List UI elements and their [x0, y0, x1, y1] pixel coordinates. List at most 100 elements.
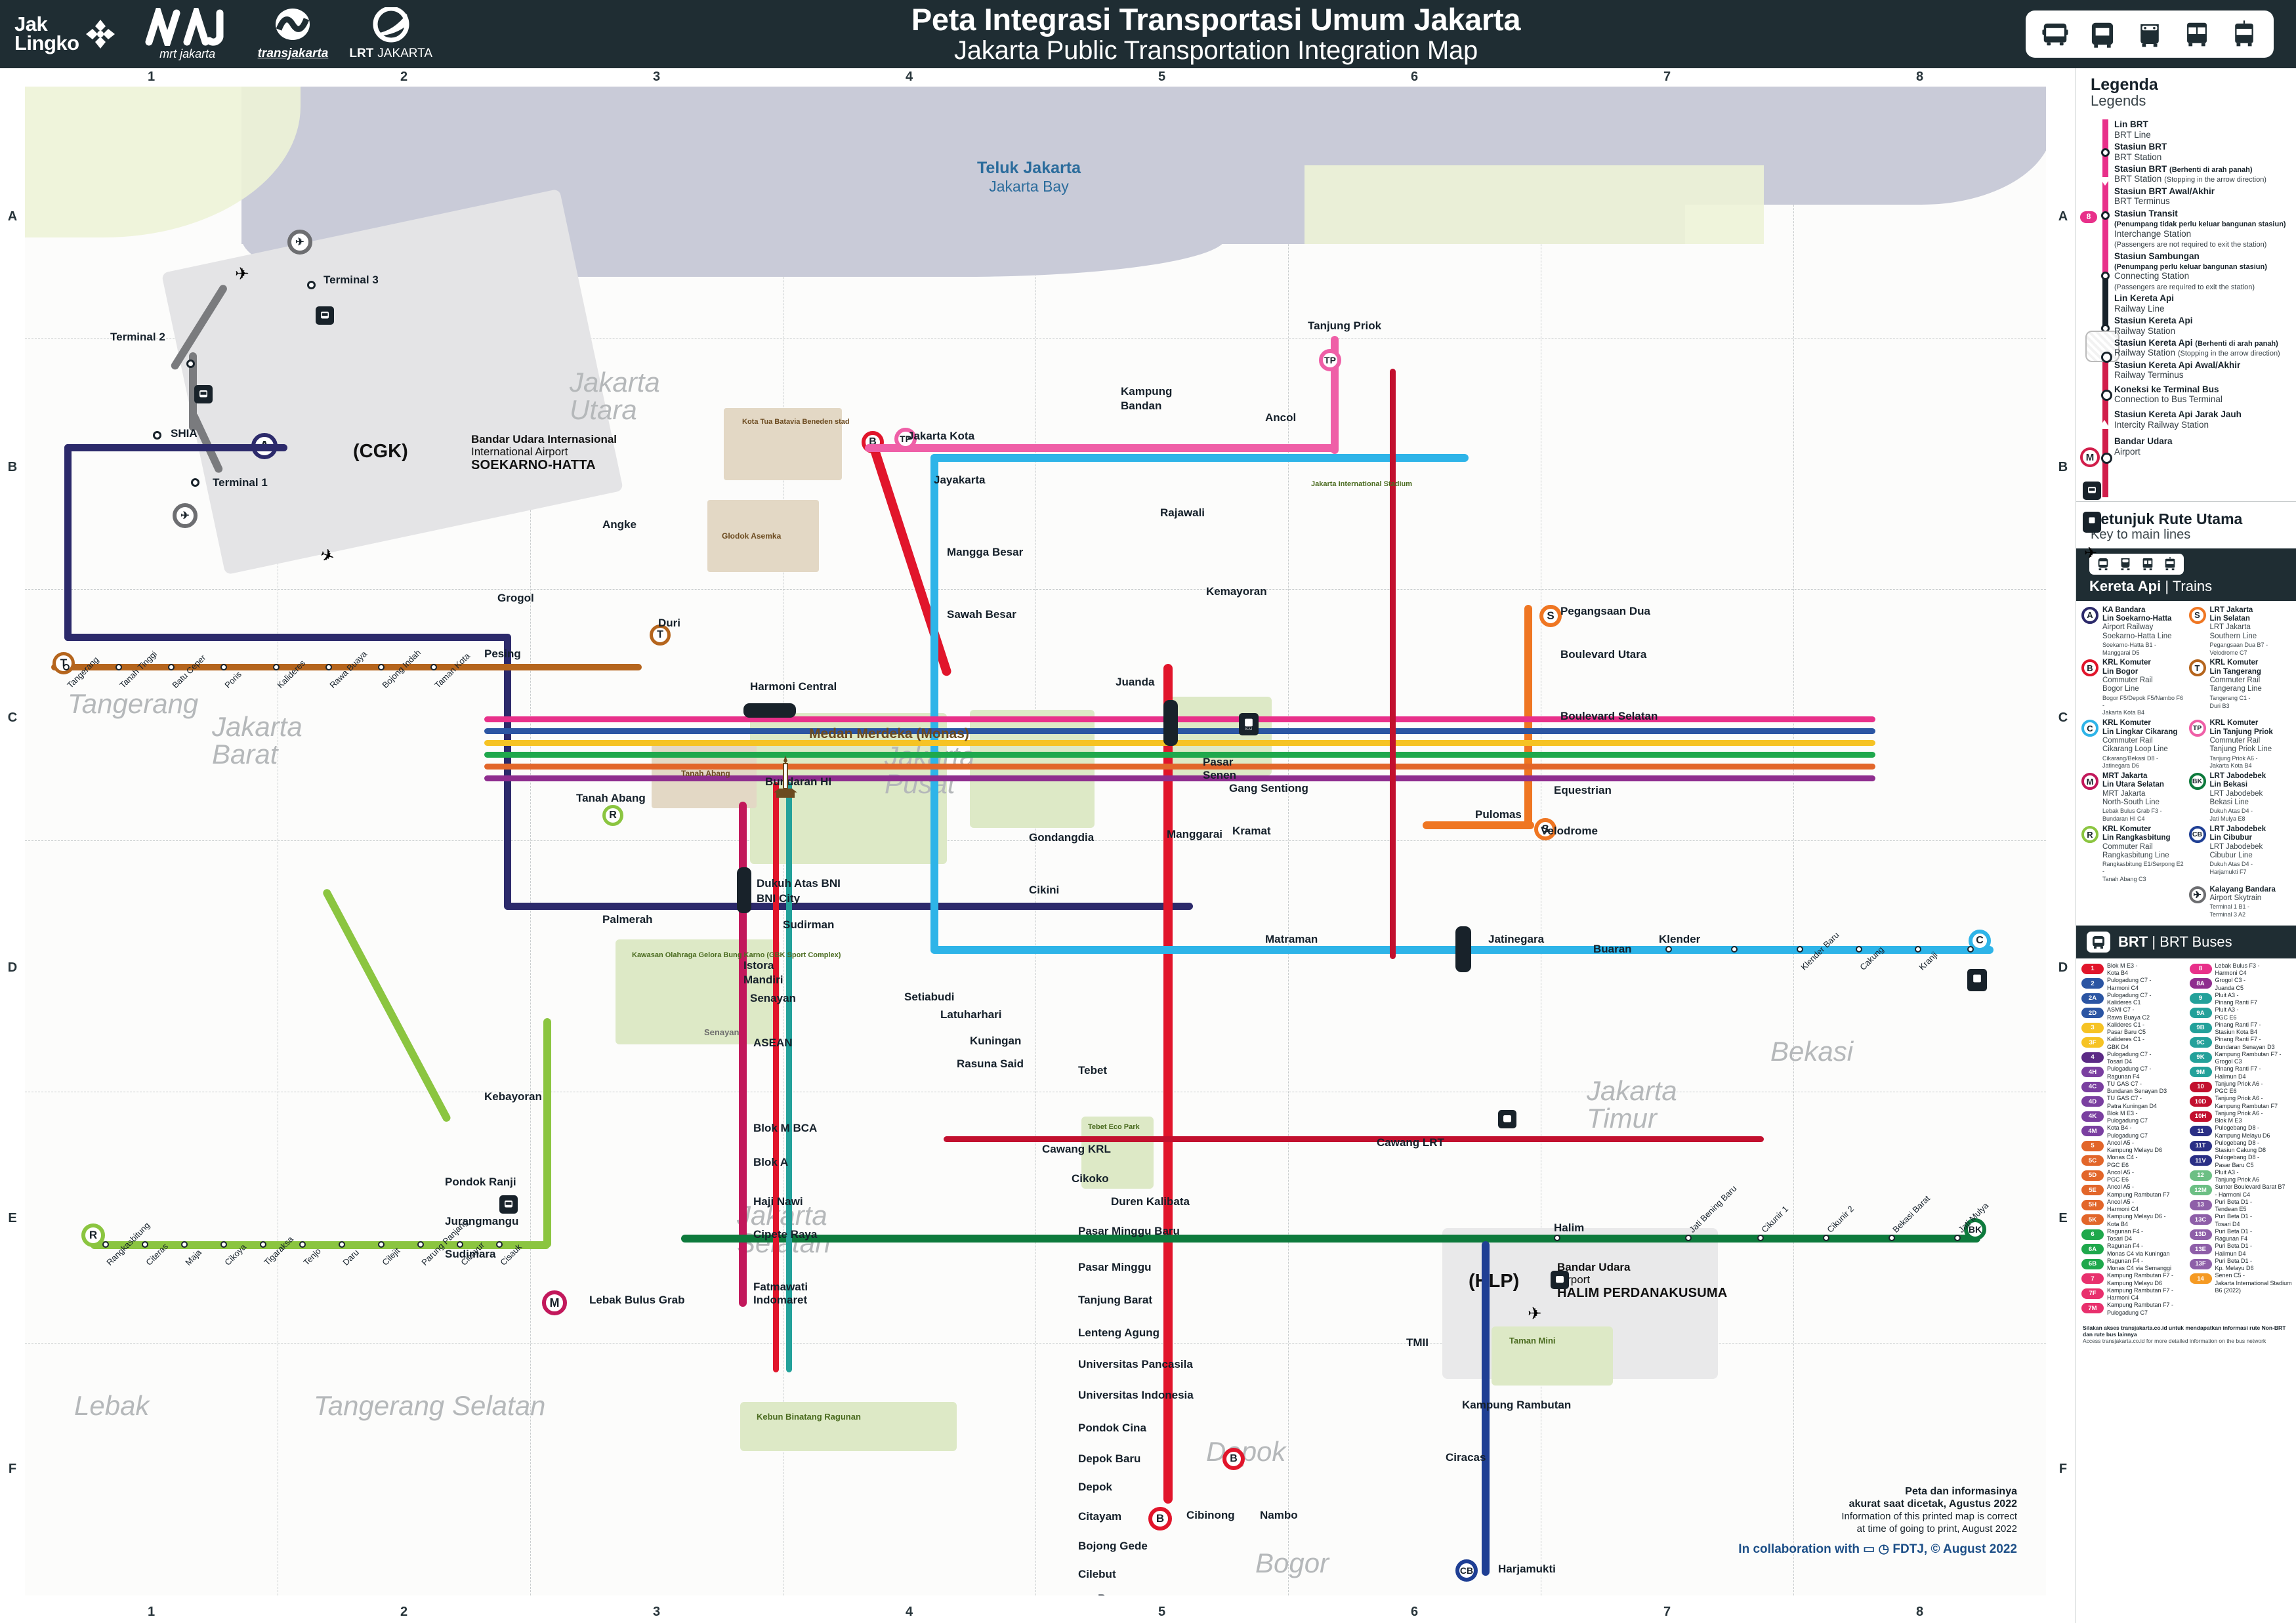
train-line-CB[interactable]: CB LRT Jabodebek Lin Cibubur LRT Jabodeb… — [2188, 825, 2293, 883]
line-badge-BK[interactable]: BK — [1964, 1218, 1986, 1241]
station-klender-baru[interactable] — [1797, 946, 1803, 953]
line-badge-S-velodrome[interactable]: S — [1534, 818, 1556, 840]
station-cikunir-2[interactable] — [1823, 1235, 1829, 1241]
station-terminal-3[interactable] — [307, 281, 316, 289]
train-line-C[interactable]: C KRL Komuter Lin Lingkar Cikarang Commu… — [2081, 719, 2185, 770]
station-batu-ceper[interactable] — [168, 664, 175, 670]
station-shia[interactable] — [153, 431, 161, 440]
station-cakung[interactable] — [1856, 946, 1862, 953]
station-buaran-e[interactable] — [1731, 946, 1738, 953]
bus-terminal-icon-cawang[interactable] — [1498, 1110, 1516, 1128]
interchange-jatinegara[interactable] — [1455, 926, 1471, 972]
line-badge-M-lebak-bulus[interactable]: M — [542, 1290, 567, 1315]
line-badge-C-cikarang[interactable]: C — [1969, 930, 1991, 952]
station-tangerang[interactable] — [63, 664, 70, 670]
line-badge-R-tanah-abang[interactable]: R — [602, 805, 623, 826]
station-citeras[interactable] — [142, 1241, 148, 1248]
bus-terminal-icon-t3[interactable] — [316, 306, 334, 325]
station-bojong-indah[interactable] — [378, 664, 385, 670]
station-cilejit[interactable] — [378, 1241, 385, 1248]
train-line-R[interactable]: R KRL Komuter Lin Rangkasbitung Commuter… — [2081, 825, 2185, 883]
train-line-skytrain[interactable]: ✈ Kalayang Bandara Airport Skytrain Term… — [2188, 886, 2293, 918]
line-badge-T[interactable]: T — [52, 652, 75, 674]
station-kranji[interactable] — [1915, 946, 1921, 953]
station-jati-mulya[interactable] — [1954, 1235, 1961, 1241]
station-bekasi-barat[interactable] — [1889, 1235, 1895, 1241]
station-maja[interactable] — [181, 1241, 188, 1248]
train-line-TP[interactable]: TP KRL Komuter Lin Tanjung Priok Commute… — [2188, 719, 2293, 770]
station-tigaraksa[interactable] — [260, 1241, 266, 1248]
airport-skytrain-terminal3-marker[interactable]: ✈ — [287, 230, 312, 255]
train-line-A[interactable]: A KA Bandara Lin Soekarno-Hatta Airport … — [2081, 606, 2185, 657]
station-taman-kota[interactable] — [430, 664, 437, 670]
intercity-rail-icon-gambir[interactable]: KAI — [1239, 713, 1259, 735]
bus-terminal-icon-cisauk[interactable] — [499, 1195, 518, 1214]
line-badge-B-bogor[interactable]: B — [1148, 1507, 1172, 1531]
line-badge-T-duri[interactable]: T — [650, 625, 671, 646]
station-tenjo[interactable] — [299, 1241, 306, 1248]
interchange-dukuh-atas[interactable] — [737, 867, 751, 913]
station-cisauk[interactable] — [496, 1241, 503, 1248]
station-tanah-tinggi[interactable] — [115, 664, 122, 670]
train-line-M[interactable]: M MRT Jakarta Lin Utara Selatan MRT Jaka… — [2081, 772, 2185, 823]
station-cikoya[interactable] — [220, 1241, 227, 1248]
station-jati-bening-baru[interactable] — [1685, 1235, 1692, 1241]
station-bekasi[interactable] — [1967, 946, 1974, 953]
intercity-rail-icon-bekasi[interactable] — [1967, 969, 1987, 991]
line-badge-R[interactable]: R — [81, 1223, 105, 1247]
station-klender-e[interactable] — [1665, 946, 1672, 953]
station-cicayur[interactable] — [457, 1241, 463, 1248]
station-kalideres[interactable] — [273, 664, 280, 670]
interchange-juanda[interactable] — [1163, 700, 1178, 746]
station-terminal-1[interactable] — [191, 478, 199, 487]
train-line-T[interactable]: T KRL Komuter Lin Tangerang Commuter Rai… — [2188, 659, 2293, 716]
line-badge-B-nambo[interactable]: B — [1222, 1448, 1245, 1470]
line-badge-TP-priok[interactable]: TP — [1319, 349, 1341, 371]
airport-skytrain-terminal1-marker[interactable]: ✈ — [173, 503, 198, 528]
station-poris[interactable] — [220, 664, 227, 670]
line-badge-TP-kota[interactable]: TP — [894, 428, 917, 450]
station-daru[interactable] — [339, 1241, 345, 1248]
bus-terminal-icon-halim[interactable] — [1551, 1271, 1569, 1289]
line-badge-CB[interactable]: CB — [1455, 1559, 1478, 1582]
line-badge-S-pegangsaan[interactable]: S — [1539, 605, 1562, 627]
